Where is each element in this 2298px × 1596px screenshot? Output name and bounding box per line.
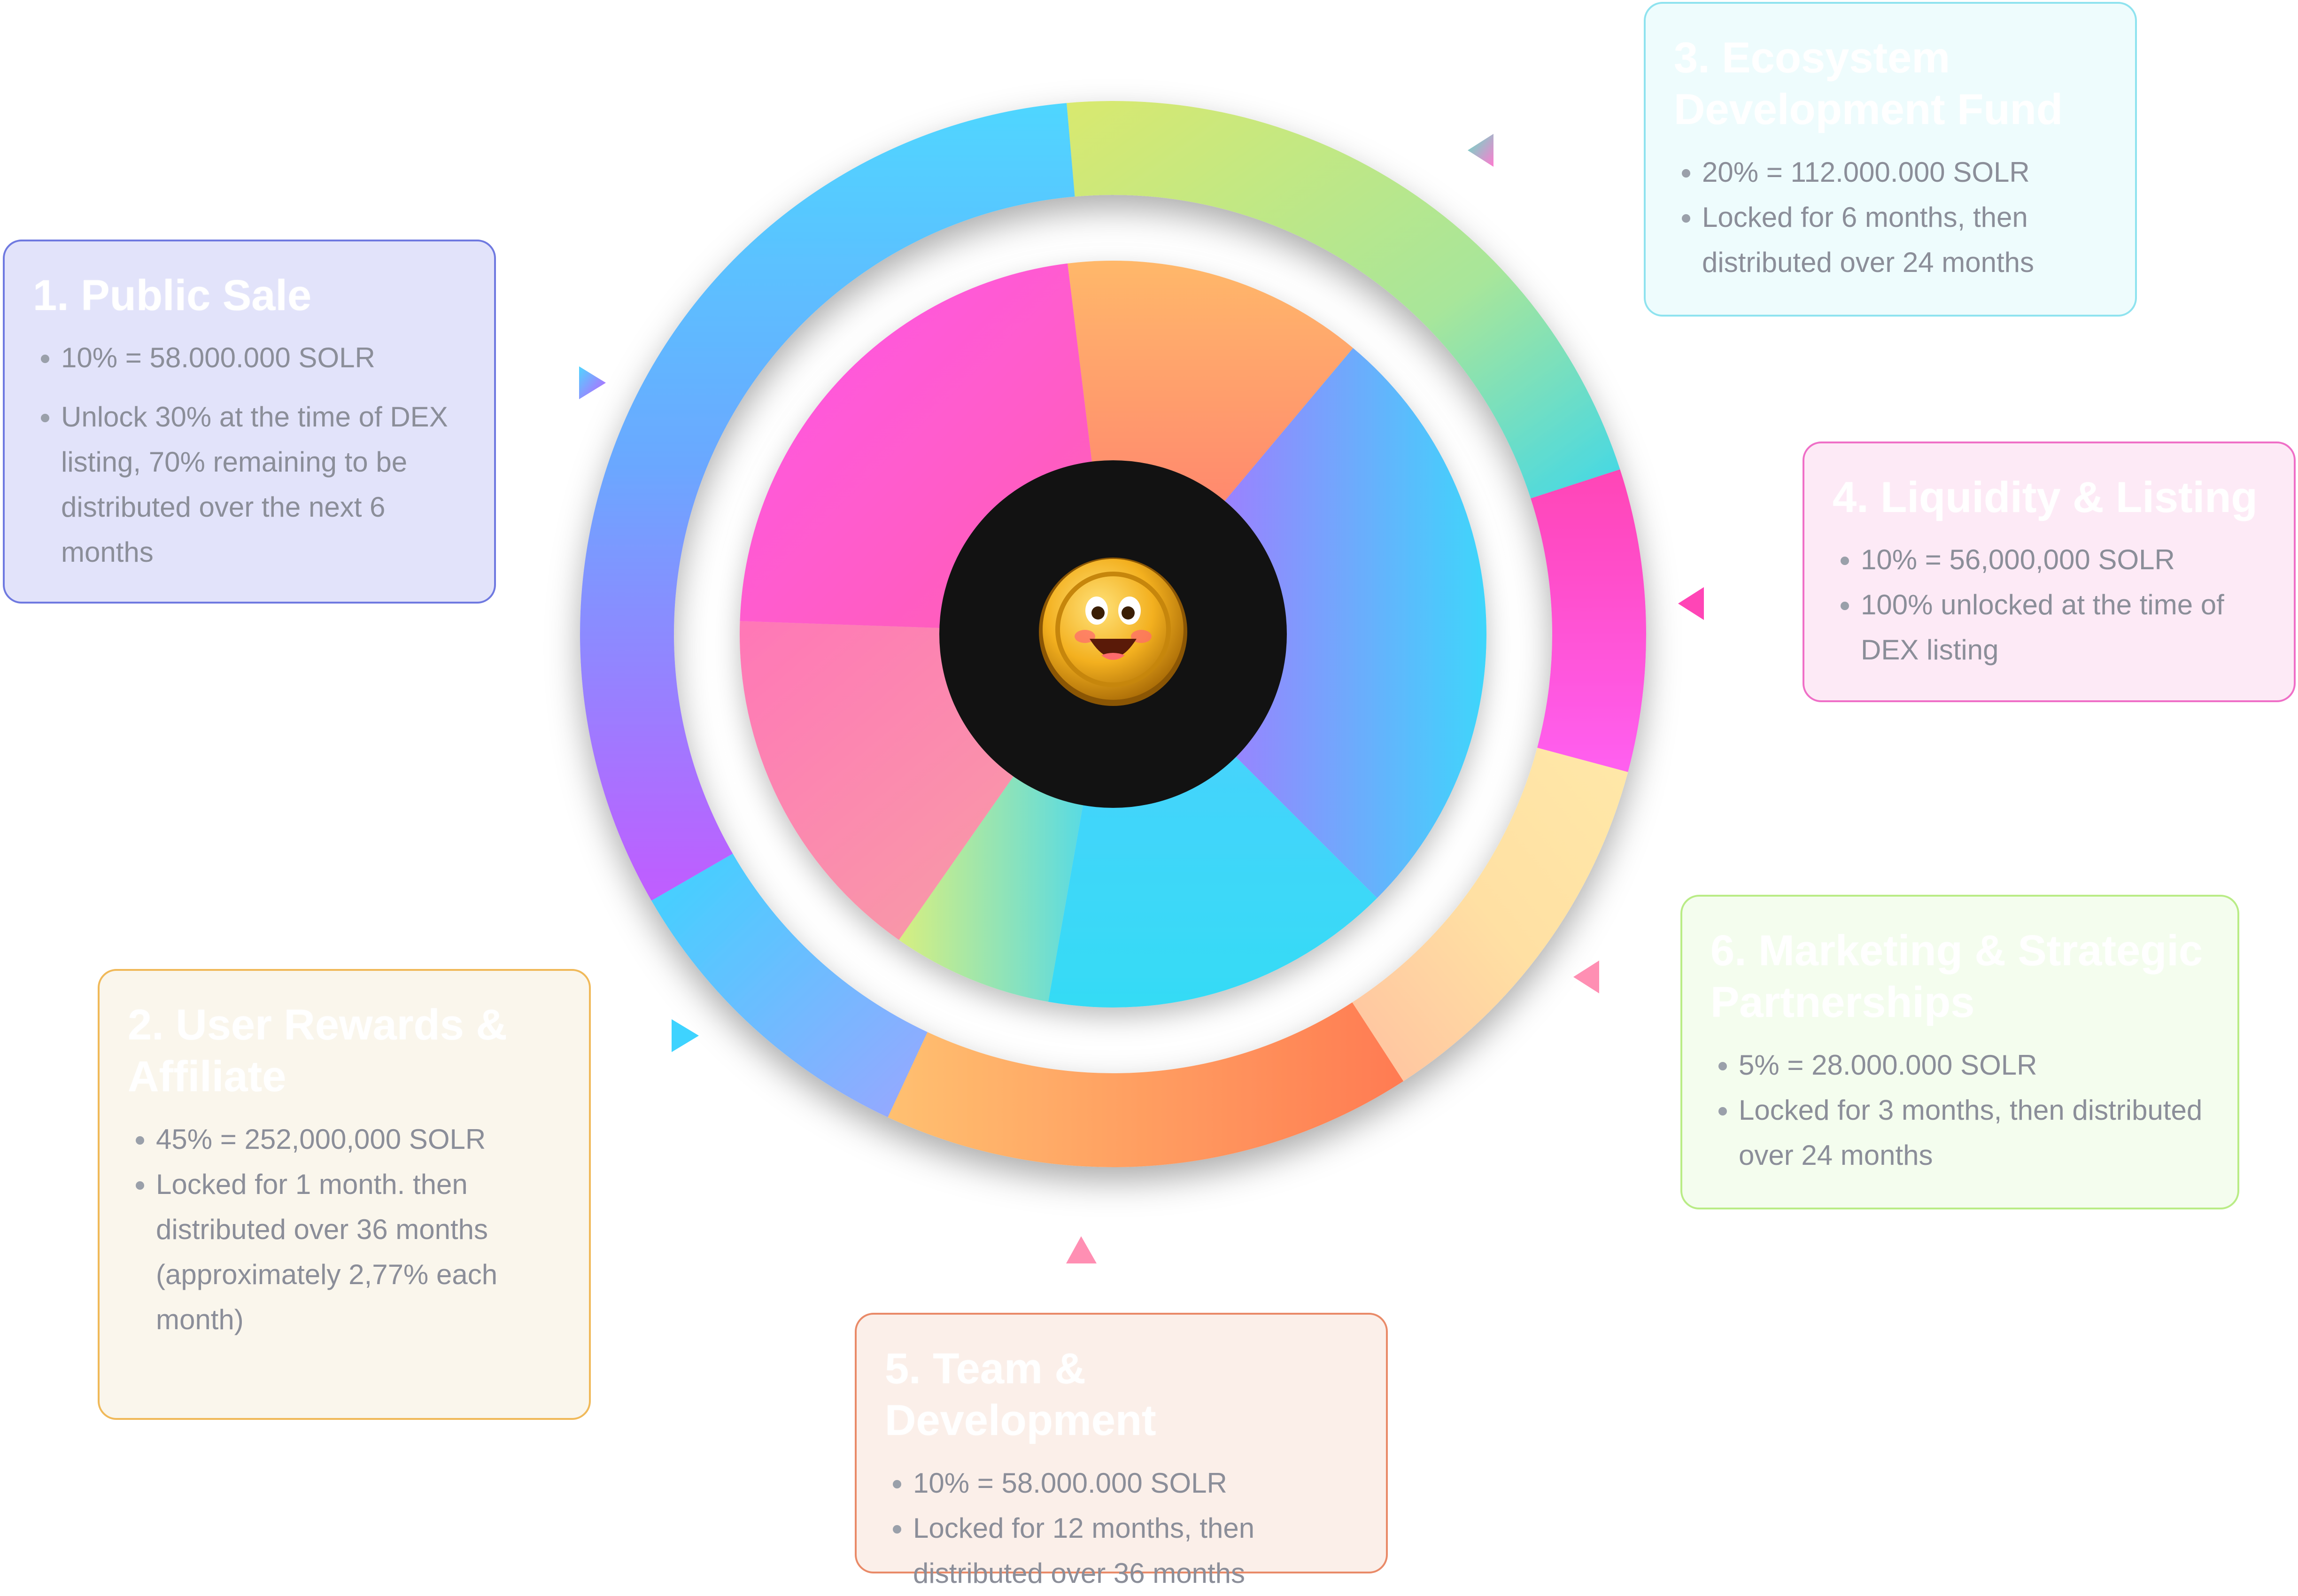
ecosystem-title: 3. Ecosystem Development Fund (1674, 34, 2063, 134)
outer-segment-cream (1352, 747, 1628, 1081)
public-sale-bullet-2: Unlock 30% at the time of DEX listing, 7… (61, 395, 466, 575)
triangle-marker-ecosystem (1468, 134, 1493, 167)
team-bullet-2: Locked for 12 months, then distributed o… (913, 1506, 1358, 1596)
user-rewards-bullets: 45% = 252,000,000 SOLR Locked for 1 mont… (128, 1117, 561, 1342)
outer-ring (580, 101, 1646, 1168)
marketing-title: 6. Marketing & Strategic Partnerships (1710, 927, 2203, 1027)
marketing-bullets: 5% = 28.000.000 SOLR Locked for 3 months… (1710, 1043, 2209, 1178)
user-rewards-bullet-1: 45% = 252,000,000 SOLR (156, 1117, 561, 1162)
outer-segment-blue (651, 853, 928, 1117)
liquidity-bullet-1: 10% = 56,000,000 SOLR (1861, 537, 2266, 582)
liquidity-title: 4. Liquidity & Listing (1833, 473, 2258, 521)
marketing-bullet-1: 5% = 28.000.000 SOLR (1739, 1043, 2209, 1088)
ecosystem-bullets: 20% = 112.000.000 SOLR Locked for 6 mont… (1674, 150, 2107, 285)
team-card: 5. Team & Development 10% = 58.000.000 S… (855, 1313, 1388, 1589)
triangle-marker-liquidity (1678, 587, 1704, 620)
liquidity-bullet-2: 100% unlocked at the time of DEX listing (1861, 582, 2266, 673)
triangle-marker-user (672, 1019, 699, 1052)
marketing-card: 6. Marketing & Strategic Partnerships 5%… (1680, 895, 2239, 1209)
ecosystem-card: 3. Ecosystem Development Fund 20% = 112.… (1644, 2, 2137, 317)
team-title: 5. Team & Development (885, 1345, 1156, 1445)
ecosystem-bullet-2: Locked for 6 months, then distributed ov… (1702, 195, 2107, 285)
outer-segment-top (1067, 101, 1620, 499)
inner-slice-purple-blue (1113, 348, 1486, 899)
smiling-gold-coin-icon (1039, 558, 1187, 706)
user-rewards-card: 2. User Rewards & Affiliate 45% = 252,00… (98, 969, 591, 1420)
outer-segment-orange (888, 1002, 1404, 1168)
user-rewards-bullet-2: Locked for 1 month. then distributed ove… (156, 1162, 561, 1342)
team-bullet-1: 10% = 58.000.000 SOLR (913, 1461, 1358, 1506)
team-bullets: 10% = 58.000.000 SOLR Locked for 12 mont… (885, 1461, 1358, 1596)
public-sale-title: 1. Public Sale (33, 271, 312, 319)
outer-segment-left (580, 103, 1075, 901)
public-sale-card: 1. Public Sale 10% = 58.000.000 SOLR Unl… (3, 240, 496, 604)
triangle-marker-team (1066, 1236, 1097, 1263)
public-sale-bullets: 10% = 58.000.000 SOLR Unlock 30% at the … (33, 335, 466, 575)
liquidity-card: 4. Liquidity & Listing 10% = 56,000,000 … (1803, 442, 2296, 702)
outer-segment-pink (1531, 469, 1646, 772)
ecosystem-bullet-1: 20% = 112.000.000 SOLR (1702, 150, 2107, 195)
public-sale-bullet-1: 10% = 58.000.000 SOLR (61, 335, 466, 380)
liquidity-bullets: 10% = 56,000,000 SOLR 100% unlocked at t… (1833, 537, 2266, 673)
triangle-marker-marketing (1573, 961, 1599, 993)
user-rewards-title: 2. User Rewards & Affiliate (128, 1001, 507, 1101)
marketing-bullet-2: Locked for 3 months, then distributed ov… (1739, 1088, 2209, 1178)
triangle-marker-public (579, 366, 606, 399)
